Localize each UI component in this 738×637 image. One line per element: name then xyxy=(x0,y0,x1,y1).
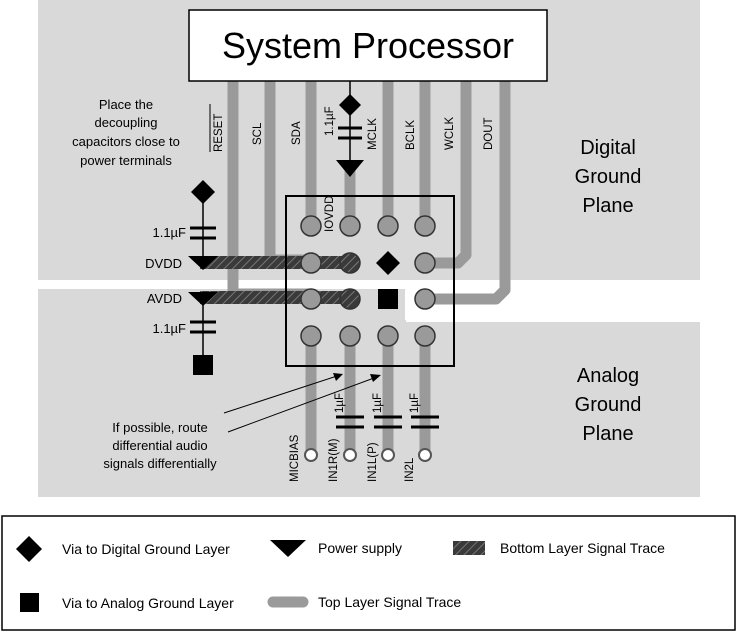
terminal-in1l xyxy=(381,448,395,462)
ball xyxy=(414,252,436,274)
legend-diamond-icon xyxy=(16,536,42,562)
legend-bottom-trace: Bottom Layer Signal Trace xyxy=(500,540,665,556)
note-line: differential audio xyxy=(112,438,207,453)
ball-dvdd xyxy=(339,252,361,274)
ball xyxy=(414,215,436,237)
bottom-trace-dvdd xyxy=(200,256,350,269)
note-line: power terminals xyxy=(80,153,172,168)
plane-label-line: Plane xyxy=(582,423,633,445)
ball xyxy=(300,325,322,347)
ball xyxy=(300,215,322,237)
plane-label-line: Plane xyxy=(582,195,633,217)
ball xyxy=(377,215,399,237)
arrow-head-icon xyxy=(333,373,343,381)
pin-label-scl: SCL xyxy=(252,122,264,145)
terminal-in1r xyxy=(343,448,357,462)
cap-label: 1µF xyxy=(409,393,421,413)
note-line: Place the xyxy=(99,97,153,112)
bottom-pin-labels: MICBIAS IN1R(M) IN1L(P) IN2L xyxy=(289,434,416,482)
note-line: signals differentially xyxy=(103,456,217,471)
dvdd-label: DVDD xyxy=(145,256,182,271)
pin-label-sda: SDA xyxy=(291,121,303,145)
legend-box xyxy=(1,515,736,631)
trace-wclk-side xyxy=(419,74,472,269)
terminal-micbias xyxy=(304,448,318,462)
legend-top-trace: Top Layer Signal Trace xyxy=(318,594,461,610)
ball xyxy=(414,325,436,347)
digital-ground-plane-label: Digital Ground Plane xyxy=(575,137,642,217)
trace-dout xyxy=(419,74,511,305)
plane-label-line: Ground xyxy=(575,166,642,188)
pin-label-iovdd: IOVDD xyxy=(324,196,336,232)
note-line: capacitors close to xyxy=(72,134,180,149)
ball xyxy=(300,252,322,274)
system-processor-box xyxy=(188,9,548,82)
codec-ic-package xyxy=(285,195,455,367)
legend-via-digital: Via to Digital Ground Layer xyxy=(62,541,230,557)
plane-label-line: Ground xyxy=(575,394,642,416)
pin-label-bclk: BCLK xyxy=(405,120,417,150)
avdd-via-analog-icon xyxy=(193,355,213,375)
legend-via-analog: Via to Analog Ground Layer xyxy=(62,595,234,611)
pin-label-in1r: IN1R(M) xyxy=(328,438,340,482)
dvdd-cap-label: 1.1µF xyxy=(152,225,186,240)
note-line: If possible, route xyxy=(112,420,207,435)
decoupling-note: Place the decoupling capacitors close to… xyxy=(72,97,180,168)
note-arrow xyxy=(227,377,375,433)
arrow-head-icon xyxy=(370,374,381,382)
bottom-terminals xyxy=(304,448,432,462)
ball xyxy=(300,288,322,310)
system-processor-title: System Processor xyxy=(222,25,514,66)
pin-label-in1l: IN1L(P) xyxy=(367,442,379,482)
note-line: decoupling xyxy=(95,115,158,130)
differential-note: If possible, route differential audio si… xyxy=(103,420,217,471)
bottom-capacitors xyxy=(336,415,439,429)
avdd-label: AVDD xyxy=(147,291,182,306)
pin-label-micbias: MICBIAS xyxy=(289,434,301,482)
ball xyxy=(414,288,436,310)
pin-label-dout: DOUT xyxy=(483,117,495,150)
terminal-in2l xyxy=(418,448,432,462)
analog-ground-plane-label: Analog Ground Plane xyxy=(575,365,642,445)
pin-label-reset: RESET xyxy=(213,114,225,152)
processor-pin-labels: RESET SCL SDA 1.1µF MCLK BCLK WCLK DOUT … xyxy=(209,104,495,232)
avdd-power-supply-icon xyxy=(188,292,218,306)
pin-label-wclk: WCLK xyxy=(444,116,456,150)
ball xyxy=(377,325,399,347)
mclk-via-digital-icon xyxy=(339,94,361,116)
ic-via-digital-icon xyxy=(376,251,400,275)
pin-label-mclk: MCLK xyxy=(367,118,379,150)
iovdd-power-supply-icon xyxy=(336,160,364,177)
avdd-cap-label: 1.1µF xyxy=(152,321,186,336)
bottom-trace-avdd xyxy=(200,291,350,304)
dvdd-via-digital-icon xyxy=(191,180,215,204)
legend-power-supply: Power supply xyxy=(318,540,402,556)
ball xyxy=(339,325,361,347)
ball xyxy=(339,215,361,237)
pin-label-cap: 1.1µF xyxy=(324,106,336,136)
ic-balls xyxy=(300,215,436,347)
cap-label: 1µF xyxy=(334,393,346,413)
note-arrow xyxy=(223,375,338,414)
plane-split-line xyxy=(38,281,700,322)
ball-avdd xyxy=(339,288,361,310)
legend-square-icon xyxy=(20,593,39,612)
plane-label-line: Digital xyxy=(580,137,636,159)
legend: Via to Digital Ground Layer Power supply… xyxy=(16,536,665,612)
ic-via-analog-icon xyxy=(378,289,398,309)
pin-label-in2l: IN2L xyxy=(404,457,416,482)
legend-triangle-icon xyxy=(270,540,306,557)
legend-hatch-icon xyxy=(453,541,485,555)
dvdd-power-supply-icon xyxy=(188,256,218,270)
plane-label-line: Analog xyxy=(577,365,639,387)
bottom-cap-labels: 1µF 1µF 1µF xyxy=(334,393,421,413)
cap-label: 1µF xyxy=(372,393,384,413)
